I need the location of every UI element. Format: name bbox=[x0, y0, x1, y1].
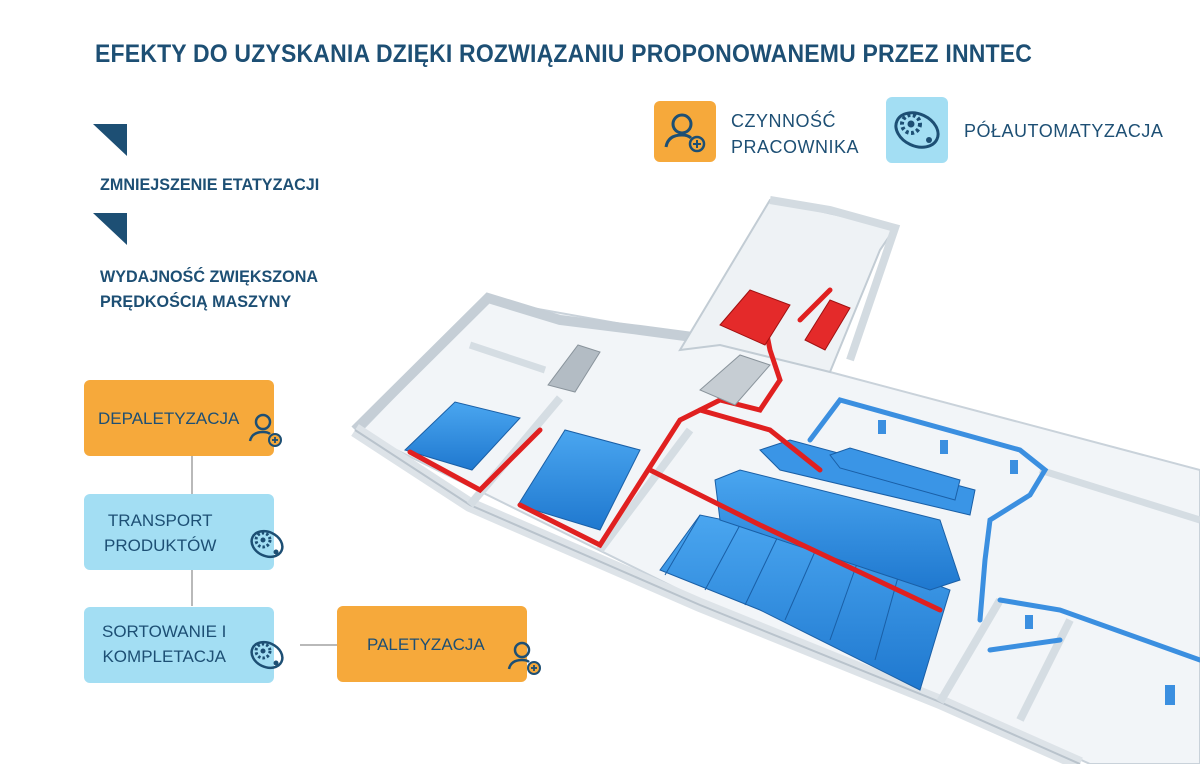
worker-icon bbox=[507, 641, 541, 675]
flow-step-line2: PRODUKTÓW bbox=[104, 536, 217, 555]
effect-label: WYDAJNOŚĆ ZWIĘKSZONA bbox=[100, 267, 319, 286]
flow-step-sorting: SORTOWANIE I KOMPLETACJA bbox=[84, 607, 284, 683]
flow-step-label: SORTOWANIE I KOMPLETACJA bbox=[102, 619, 226, 669]
worker-icon bbox=[664, 113, 706, 153]
legend-worker-line1: CZYNNOŚĆ bbox=[731, 111, 837, 131]
flow-step-label: TRANSPORT PRODUKTÓW bbox=[104, 508, 216, 558]
flow-step-line1: SORTOWANIE I bbox=[102, 622, 227, 641]
effect-machine-speed: WYDAJNOŚĆ ZWIĘKSZONA PRĘDKOŚCIĄ MASZYNY bbox=[100, 264, 318, 314]
flow-connector bbox=[300, 644, 338, 646]
flow-step-transport: TRANSPORT PRODUKTÓW bbox=[84, 494, 284, 570]
legend-worker-swatch bbox=[654, 101, 716, 162]
flag-icon bbox=[93, 213, 127, 245]
effect-label: PRĘDKOŚCIĄ MASZYNY bbox=[100, 292, 292, 311]
legend-worker-label: CZYNNOŚĆ PRACOWNIKA bbox=[731, 108, 859, 160]
flag-icon bbox=[93, 124, 127, 156]
gear-conveyor-icon bbox=[894, 111, 940, 149]
legend-automation-label: PÓŁAUTOMATYZACJA bbox=[964, 121, 1164, 141]
worker-icon bbox=[248, 413, 282, 447]
effect-label: ZMNIEJSZENIE ETATYZACJI bbox=[100, 175, 320, 194]
flow-step-line1: TRANSPORT bbox=[107, 511, 213, 530]
gear-conveyor-icon bbox=[250, 640, 284, 670]
annex-room bbox=[678, 198, 897, 374]
flow-step-label: PALETYZACJA bbox=[367, 635, 485, 654]
effect-staff-reduction: ZMNIEJSZENIE ETATYZACJI bbox=[100, 172, 319, 197]
flow-step-paletization: PALETYZACJA bbox=[337, 606, 541, 682]
gear-conveyor-icon bbox=[250, 529, 284, 559]
page-title: EFEKTY DO UZYSKANIA DZIĘKI ROZWIĄZANIU P… bbox=[95, 40, 1033, 68]
flow-step-label: DEPALETYZACJA bbox=[98, 409, 240, 428]
legend-automation-swatch bbox=[886, 97, 948, 163]
flow-step-line2: KOMPLETACJA bbox=[102, 647, 226, 666]
legend-worker-line2: PRACOWNIKA bbox=[731, 137, 860, 157]
flow-step-depaletization: DEPALETYZACJA bbox=[84, 380, 282, 456]
